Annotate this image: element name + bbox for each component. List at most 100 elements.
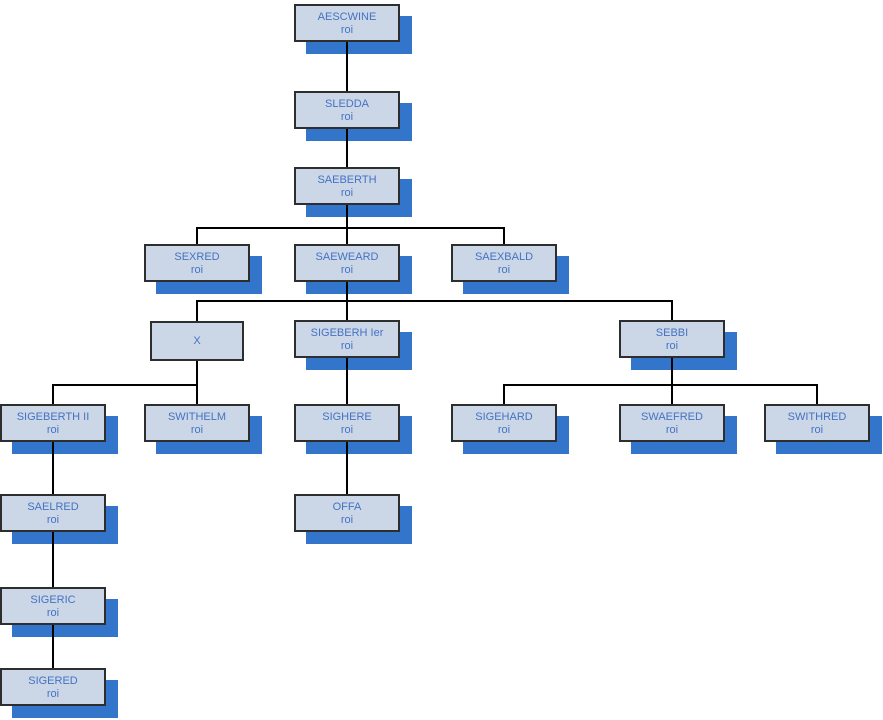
connector-line bbox=[671, 358, 673, 385]
connector-line bbox=[346, 42, 348, 91]
node-title: roi bbox=[190, 263, 204, 276]
node-box: SAEWEARD roi bbox=[294, 244, 400, 282]
node-title: roi bbox=[46, 687, 60, 700]
node-title: roi bbox=[810, 423, 824, 436]
connector-line bbox=[52, 442, 54, 494]
node-title: roi bbox=[340, 263, 354, 276]
node-name: SAELRED bbox=[27, 500, 79, 513]
connector-line bbox=[346, 205, 348, 229]
node-offa: OFFA roi bbox=[294, 494, 412, 544]
connector-line bbox=[816, 384, 818, 404]
connector-line bbox=[52, 625, 54, 668]
node-title: roi bbox=[190, 423, 204, 436]
node-sigeberth-ii: SIGEBERTH II roi bbox=[0, 404, 118, 454]
node-title: roi bbox=[340, 423, 354, 436]
node-name: SLEDDA bbox=[324, 97, 370, 110]
node-name: SWITHRED bbox=[787, 410, 847, 423]
node-box: SIGEHARD roi bbox=[451, 404, 557, 442]
node-box: SIGEBERH Ier roi bbox=[294, 320, 400, 358]
node-sledda: SLEDDA roi bbox=[294, 91, 412, 141]
connector-line bbox=[196, 227, 505, 229]
node-sigeberh-1er: SIGEBERH Ier roi bbox=[294, 320, 412, 370]
connector-line bbox=[196, 300, 673, 302]
node-title: roi bbox=[497, 423, 511, 436]
connector-line bbox=[346, 227, 348, 244]
connector-line bbox=[346, 300, 348, 320]
node-saeberth: SAEBERTH roi bbox=[294, 167, 412, 217]
node-name: SAEWEARD bbox=[315, 250, 379, 263]
node-box: AESCWINE roi bbox=[294, 4, 400, 42]
node-aescwine: AESCWINE roi bbox=[294, 4, 412, 54]
connector-line bbox=[671, 384, 673, 404]
node-name: SEBBI bbox=[655, 326, 689, 339]
node-box: SEBBI roi bbox=[619, 320, 725, 358]
connector-line bbox=[196, 384, 198, 404]
node-title: roi bbox=[46, 423, 60, 436]
connector-line bbox=[52, 384, 54, 404]
node-title: roi bbox=[46, 513, 60, 526]
node-sexred: SEXRED roi bbox=[144, 244, 262, 294]
node-name: SAEBERTH bbox=[317, 173, 377, 186]
node-name: OFFA bbox=[332, 500, 362, 513]
node-box: SLEDDA roi bbox=[294, 91, 400, 129]
connector-line bbox=[346, 358, 348, 404]
node-swithred: SWITHRED roi bbox=[764, 404, 882, 454]
node-box: SEXRED roi bbox=[144, 244, 250, 282]
node-sighere: SIGHERE roi bbox=[294, 404, 412, 454]
node-name: SIGEBERTH II bbox=[16, 410, 90, 423]
node-saeweard: SAEWEARD roi bbox=[294, 244, 412, 294]
node-name: SWAEFRED bbox=[641, 410, 703, 423]
node-box: SAELRED roi bbox=[0, 494, 106, 532]
node-name: SIGERIC bbox=[30, 593, 76, 606]
node-box: OFFA roi bbox=[294, 494, 400, 532]
node-title: roi bbox=[340, 339, 354, 352]
node-x-unknown: X bbox=[150, 321, 244, 361]
node-name: SIGERED bbox=[28, 674, 78, 687]
node-title: roi bbox=[340, 513, 354, 526]
node-name: SIGEHARD bbox=[475, 410, 533, 423]
node-saelred: SAELRED roi bbox=[0, 494, 118, 544]
node-name: X bbox=[193, 335, 201, 347]
connector-line bbox=[503, 384, 505, 404]
node-title: roi bbox=[665, 339, 679, 352]
node-title: roi bbox=[497, 263, 511, 276]
node-box: X bbox=[150, 321, 244, 361]
node-name: SIGEBERH Ier bbox=[310, 326, 384, 339]
node-sebbi: SEBBI roi bbox=[619, 320, 737, 370]
node-box: SAEXBALD roi bbox=[451, 244, 557, 282]
node-name: SAEXBALD bbox=[474, 250, 534, 263]
node-title: roi bbox=[340, 110, 354, 123]
node-box: SIGHERE roi bbox=[294, 404, 400, 442]
node-name: AESCWINE bbox=[317, 10, 377, 23]
connector-line bbox=[346, 129, 348, 167]
node-box: SAEBERTH roi bbox=[294, 167, 400, 205]
connector-line bbox=[346, 282, 348, 301]
node-title: roi bbox=[340, 186, 354, 199]
connector-line bbox=[52, 532, 54, 587]
connector-line bbox=[503, 384, 818, 386]
node-title: roi bbox=[665, 423, 679, 436]
node-sigeric: SIGERIC roi bbox=[0, 587, 118, 637]
node-saexbald: SAEXBALD roi bbox=[451, 244, 569, 294]
node-box: SIGEBERTH II roi bbox=[0, 404, 106, 442]
node-box: SWITHRED roi bbox=[764, 404, 870, 442]
node-title: roi bbox=[340, 23, 354, 36]
node-box: SIGERED roi bbox=[0, 668, 106, 706]
node-swithelm: SWITHELM roi bbox=[144, 404, 262, 454]
node-box: SIGERIC roi bbox=[0, 587, 106, 625]
node-swaefred: SWAEFRED roi bbox=[619, 404, 737, 454]
connector-line bbox=[671, 300, 673, 320]
connector-line bbox=[503, 227, 505, 244]
connector-line bbox=[196, 300, 198, 321]
node-name: SIGHERE bbox=[322, 410, 372, 423]
connector-line bbox=[346, 442, 348, 494]
connector-line bbox=[196, 227, 198, 244]
connector-line bbox=[52, 384, 198, 386]
node-name: SEXRED bbox=[174, 250, 220, 263]
node-sigered: SIGERED roi bbox=[0, 668, 118, 718]
node-name: SWITHELM bbox=[167, 410, 227, 423]
connector-line bbox=[196, 361, 198, 385]
node-box: SWAEFRED roi bbox=[619, 404, 725, 442]
node-sigehard: SIGEHARD roi bbox=[451, 404, 569, 454]
